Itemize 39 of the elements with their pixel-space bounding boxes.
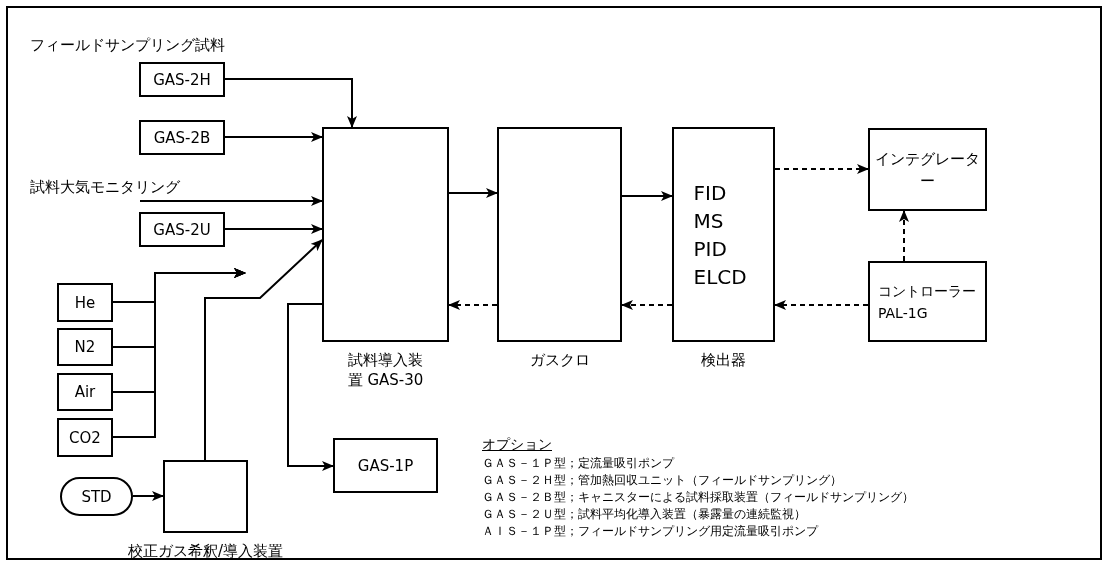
option-note: ＧＡＳ－２Ｂ型；キャニスターによる試料採取装置（フィールドサンプリング） (482, 489, 914, 506)
section-heading: フィールドサンプリング試料 (30, 36, 225, 55)
arrow (774, 300, 869, 310)
unit-box: GAS-2B (139, 120, 225, 155)
arrow (448, 300, 498, 310)
unit-box: He (57, 283, 113, 322)
unit-box: コントローラー PAL-1G (868, 261, 987, 342)
box-caption: 検出器 (700, 350, 747, 370)
arrow (287, 303, 334, 471)
arrow (204, 239, 323, 461)
unit-box: インテグレーター (868, 128, 987, 211)
inlet-label: 試料大気モニタリング (30, 178, 205, 198)
option-note: ＧＡＳ－２Ｕ型；試料平均化導入装置（暴露量の連続監視） (482, 506, 806, 523)
arrow (139, 196, 323, 206)
arrow (112, 268, 246, 438)
detector-list: FID MS PID ELCD (693, 178, 754, 291)
unit-box: GAS-1P (333, 438, 438, 493)
arrow (224, 78, 357, 128)
arrow (132, 491, 164, 501)
arrow (899, 210, 909, 262)
arrow (774, 164, 869, 174)
box-caption: 校正ガス希釈/導入装置 (126, 541, 285, 561)
unit-box: CO2 (57, 418, 113, 457)
box-caption: 試料導入装置 GAS-30 (346, 350, 425, 390)
arrow (224, 132, 323, 142)
arrow (621, 300, 673, 310)
unit-box: GAS-2H (139, 62, 225, 97)
box-caption: ガスクロ (528, 350, 591, 370)
option-note: ＧＡＳ－２Ｈ型；管加熱回収ユニット（フィールドサンプリング） (482, 472, 842, 489)
options-heading: オプション (482, 436, 552, 454)
arrow (621, 191, 673, 201)
arrow (224, 224, 323, 234)
unit-box: N2 (57, 328, 113, 366)
arrow (448, 188, 498, 198)
unit-box: GAS-2U (139, 212, 225, 247)
unit-box: Air (57, 373, 113, 411)
option-note: ＡＩＳ－１Ｐ型；フィールドサンプリング用定流量吸引ポンプ (482, 523, 818, 540)
source-capsule: STD (60, 477, 133, 516)
option-note: ＧＡＳ－１Ｐ型；定流量吸引ポンプ (482, 455, 674, 472)
